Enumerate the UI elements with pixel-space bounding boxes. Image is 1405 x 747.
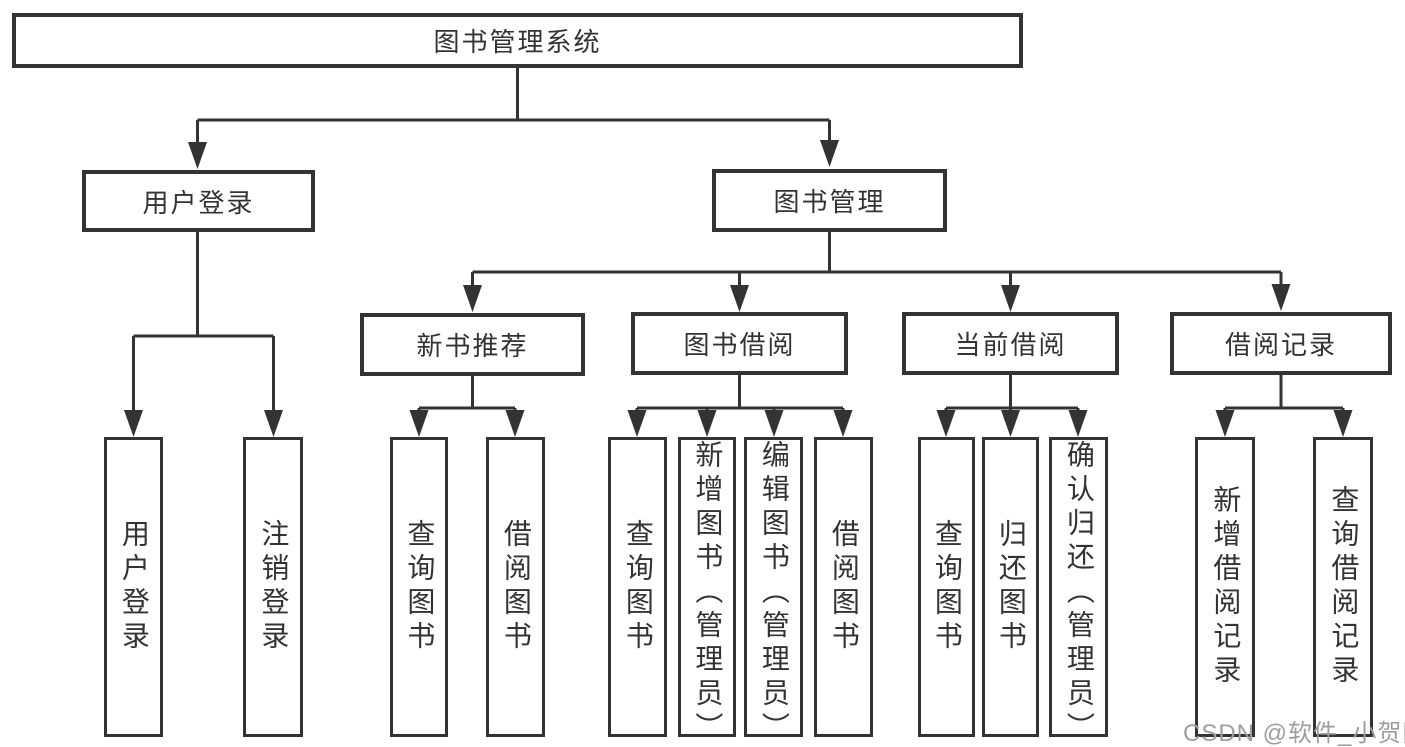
leaf-return-books: 归还图书	[982, 437, 1039, 737]
connector-book-borrowing-branch	[635, 375, 845, 428]
node-book-management: 图书管理	[712, 169, 947, 232]
connector-borrowing-records-branch	[1223, 375, 1345, 428]
connector-new-book-branch	[417, 376, 517, 428]
leaf-confirm-return-admin: 确认归还（管理员）	[1049, 437, 1108, 746]
leaf-borrow-books-2: 借阅图书	[814, 437, 873, 737]
arrow-down-icon	[1333, 410, 1353, 437]
node-new-book-recommendation: 新书推荐	[360, 313, 585, 376]
arrow-down-icon	[627, 410, 647, 437]
arrow-down-icon	[1068, 410, 1088, 437]
leaf-query-books-2: 查询图书	[608, 437, 667, 737]
arrow-down-icon	[1271, 284, 1291, 311]
connector-book-management-branch	[471, 232, 1283, 300]
arrow-down-icon	[409, 410, 429, 437]
connector-root-to-level2	[196, 68, 831, 150]
arrow-down-icon	[697, 410, 717, 437]
arrow-down-icon	[1001, 410, 1020, 437]
node-borrowing-records: 借阅记录	[1170, 312, 1392, 375]
arrow-down-icon	[1215, 410, 1235, 437]
leaf-logout: 注销登录	[243, 437, 303, 737]
leaf-query-books-1: 查询图书	[390, 437, 448, 737]
arrow-down-icon	[463, 285, 482, 312]
leaf-query-borrow-record: 查询借阅记录	[1313, 437, 1373, 737]
leaf-edit-books-admin: 编辑图书（管理员）	[744, 437, 803, 746]
node-book-borrowing: 图书借阅	[631, 312, 848, 375]
arrow-down-icon	[505, 410, 525, 437]
leaf-borrow-books-1: 借阅图书	[486, 437, 545, 737]
node-library-management-system: 图书管理系统	[12, 13, 1023, 68]
arrow-down-icon	[730, 285, 749, 312]
arrow-down-icon	[820, 140, 839, 167]
node-user-login: 用户登录	[82, 170, 315, 232]
arrow-down-icon	[833, 410, 853, 437]
leaf-add-borrow-record: 新增借阅记录	[1195, 437, 1255, 737]
arrow-down-icon	[124, 410, 143, 437]
arrow-down-icon	[764, 410, 784, 437]
arrow-down-icon	[1001, 285, 1020, 312]
arrow-down-icon	[188, 142, 207, 169]
arrow-down-icon	[264, 410, 283, 437]
arrow-down-icon	[936, 410, 956, 437]
leaf-add-books-admin: 新增图书（管理员）	[678, 437, 736, 746]
connector-user-login-branch	[132, 232, 275, 428]
leaf-user-login: 用户登录	[104, 437, 163, 737]
node-current-borrowing: 当前借阅	[902, 312, 1119, 375]
csdn-watermark: CSDN @软件_小贺同学	[1183, 720, 1405, 747]
leaf-query-books-3: 查询图书	[918, 437, 975, 737]
